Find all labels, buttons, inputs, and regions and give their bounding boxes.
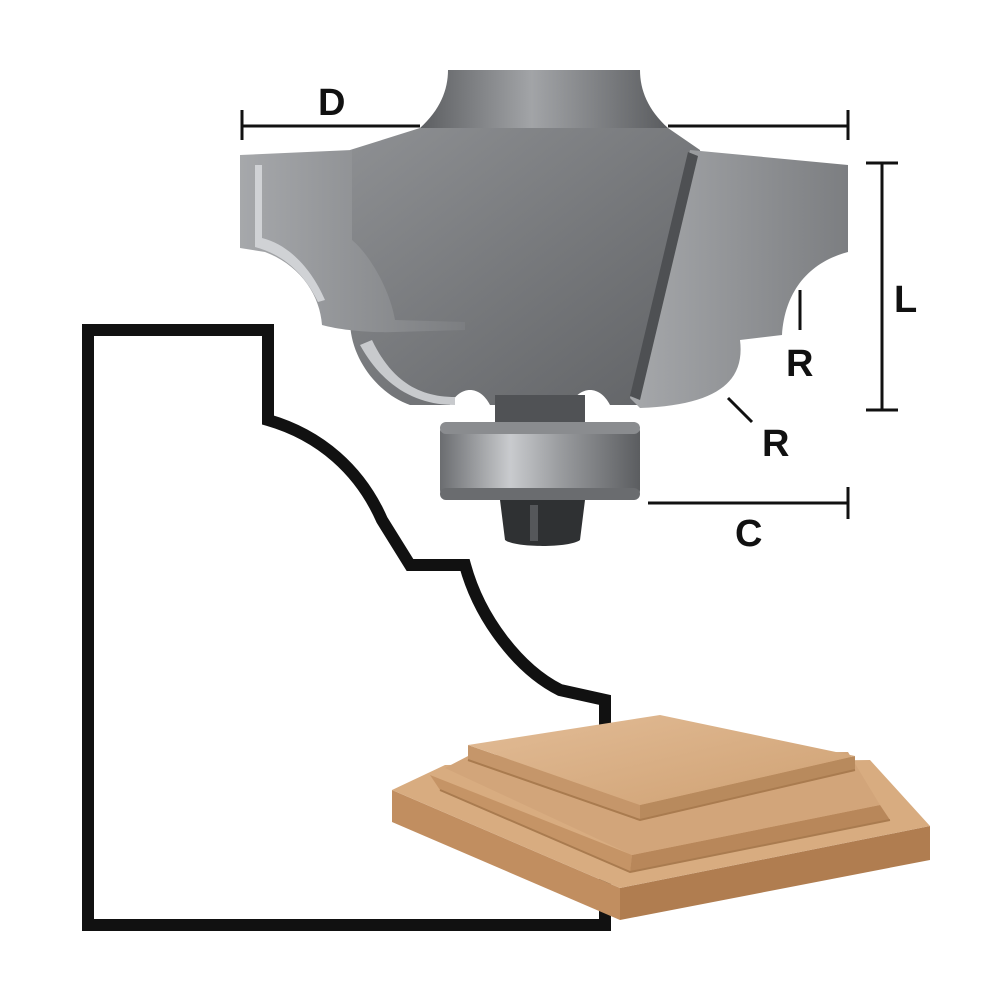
bit-arbor: [495, 395, 585, 425]
bit-left-wing-edge: [255, 165, 325, 302]
bearing-icon: [440, 422, 640, 546]
bit-lower-groove: [360, 340, 455, 405]
bearing-bottom-band: [440, 488, 640, 500]
wood-step-left-face: [430, 775, 632, 872]
wood-edge-lines: [439, 759, 891, 874]
label-d: D: [318, 82, 345, 124]
bearing-screw: [500, 500, 585, 546]
bearing-ring: [440, 422, 640, 500]
dimension-lines: [240, 110, 898, 519]
bit-right-wing: [630, 150, 848, 408]
cut-profile-outline: [82, 324, 611, 931]
bearing-screw-highlight: [530, 505, 538, 541]
wood-base-left-face: [392, 790, 620, 920]
wood-sample-icon: [392, 715, 930, 920]
wood-step-right-face: [630, 805, 890, 872]
bearing-top-band: [440, 422, 640, 434]
dim-r-lower-leader: [726, 396, 754, 424]
label-c: C: [735, 513, 762, 555]
wood-base-right-face: [620, 826, 930, 920]
bit-shank: [420, 70, 668, 128]
label-r-upper: R: [786, 343, 813, 385]
label-r-lower: R: [762, 423, 789, 465]
bit-carbide-edge: [630, 152, 698, 400]
wood-upper-right-face: [640, 756, 855, 820]
label-l: L: [894, 279, 917, 321]
wood-top-plate: [468, 715, 855, 805]
bit-body: [350, 128, 721, 405]
router-bit-icon: [240, 70, 848, 425]
bit-left-wing: [240, 150, 465, 333]
wood-upper-left-face: [468, 745, 640, 820]
